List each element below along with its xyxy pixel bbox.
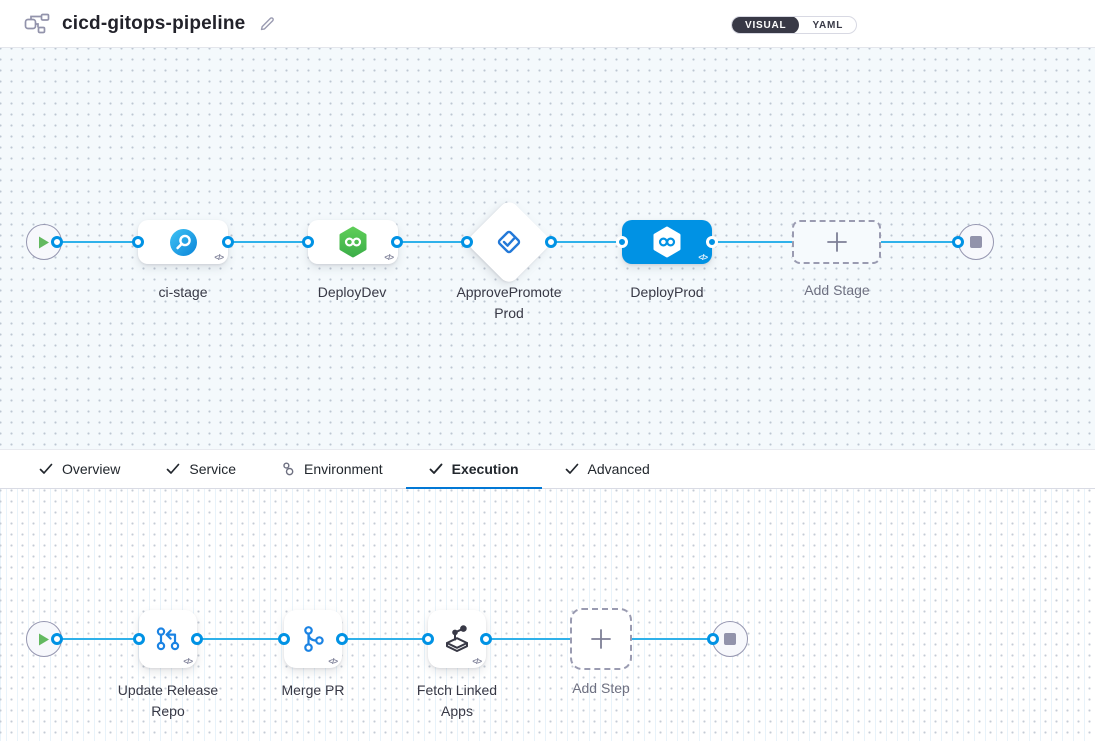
environment-icon [283,462,294,476]
pencil-edit-icon[interactable] [259,15,276,32]
stage-node-deploydev[interactable]: </> [308,220,398,264]
ci-circle-icon [169,228,197,256]
step-label: Fetch Linked Apps [416,682,498,719]
step-node-update-release-repo[interactable]: </> [139,610,197,668]
stop-icon [970,236,982,248]
play-icon [39,236,49,248]
stage-canvas[interactable]: </> </> [0,48,1095,449]
cd-hexagon-icon [339,226,367,258]
stage-label: ci-stage [158,284,208,300]
tab-label: Service [189,461,237,477]
stop-icon [724,633,736,645]
connector-dot[interactable] [616,236,628,248]
stage-label: ApprovePromoteProd [456,284,562,321]
tab-label: Execution [451,461,519,477]
approval-check-icon [497,230,521,254]
check-icon [39,463,53,474]
connector-dot[interactable] [952,236,964,248]
tab-execution[interactable]: Execution [405,450,542,489]
check-icon [167,463,180,474]
connector-dot[interactable] [391,236,403,248]
pipeline-graph-icon [24,13,50,35]
pipeline-start-node[interactable] [26,224,62,260]
toggle-visual[interactable]: VISUAL [732,17,800,33]
connector-dot[interactable] [302,236,314,248]
step-node-merge-pr[interactable]: </> [284,610,342,668]
visual-yaml-toggle: VISUAL YAML [731,16,858,34]
plus-icon [591,629,611,649]
stage-config-tabs: Overview Service Environment Execution A… [0,449,1095,489]
step-label: Update Release Repo [117,682,219,719]
tab-environment[interactable]: Environment [259,450,406,488]
cd-hexagon-icon [653,226,681,258]
step-label: Merge PR [281,682,345,698]
connector-dot[interactable] [133,633,145,645]
add-stage-label: Add Stage [804,282,870,298]
connector-dot[interactable] [461,236,473,248]
stage-node-ci-stage[interactable]: </> [138,220,228,264]
page-title: cicd-gitops-pipeline [62,12,246,34]
check-icon [565,463,578,474]
connector-dot[interactable] [51,633,63,645]
plus-icon [826,232,847,252]
connector-dot[interactable] [545,236,557,248]
stage-node-deployprod[interactable]: </> [622,220,712,264]
stage-node-approvepromoteprod[interactable] [465,198,553,286]
connector-dot[interactable] [222,236,234,248]
tab-label: Environment [304,461,383,477]
connector-dot[interactable] [422,633,434,645]
step-node-fetch-linked-apps[interactable]: </> [428,610,486,668]
connector-dot[interactable] [191,633,203,645]
connector-dot[interactable] [336,633,348,645]
add-step-label: Add Step [572,680,630,696]
toggle-yaml[interactable]: YAML [812,19,844,31]
code-badge-icon[interactable]: </> [183,657,193,666]
step-connector-line [57,638,717,640]
connector-dot[interactable] [707,633,719,645]
tab-label: Advanced [587,461,650,477]
git-merge-icon [304,626,324,652]
connector-dot[interactable] [480,633,492,645]
header: cicd-gitops-pipeline VISUAL YAML [0,0,1095,48]
stage-label: DeployProd [630,284,704,300]
add-step-button[interactable] [570,608,632,670]
execution-canvas[interactable]: </> </> </> [0,489,1095,741]
connector-dot[interactable] [278,633,290,645]
code-badge-icon[interactable]: </> [384,253,394,262]
code-badge-icon[interactable]: </> [472,657,482,666]
tab-label: Overview [62,461,121,477]
execution-end-node[interactable] [712,621,748,657]
code-badge-icon[interactable]: </> [698,253,708,262]
tab-service[interactable]: Service [143,450,259,488]
code-badge-icon[interactable]: </> [214,253,224,262]
fetch-apps-icon [446,625,468,652]
add-stage-button[interactable] [792,220,881,264]
connector-dot[interactable] [51,236,63,248]
connector-dot[interactable] [132,236,144,248]
tab-advanced[interactable]: Advanced [542,450,673,488]
play-icon [39,633,49,645]
code-badge-icon[interactable]: </> [328,657,338,666]
connector-dot[interactable] [706,236,718,248]
stage-label: DeployDev [317,284,387,300]
check-icon [429,463,443,474]
git-update-icon [156,627,180,651]
tab-overview[interactable]: Overview [16,450,143,488]
